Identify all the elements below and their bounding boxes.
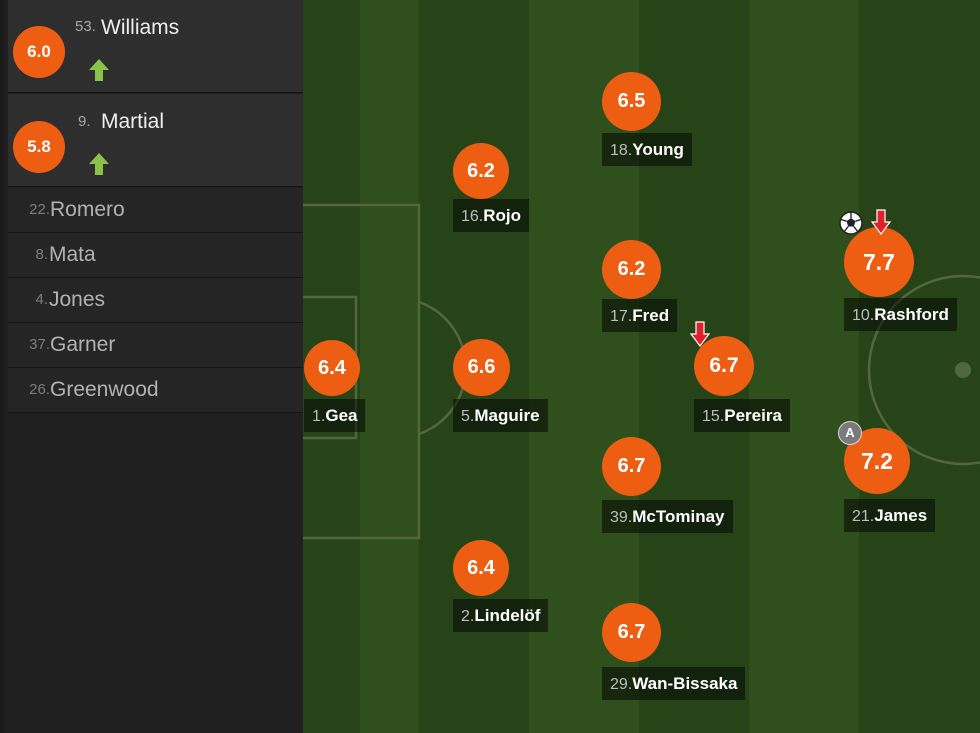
player-number: 2. xyxy=(461,608,475,625)
player-number: 15. xyxy=(702,408,725,425)
player-number: 4. xyxy=(35,291,48,308)
bench-player-row[interactable]: 4. Jones xyxy=(8,278,307,323)
player-label: 10.Rashford xyxy=(844,298,957,331)
bench-player-row[interactable]: 26. Greenwood xyxy=(8,368,307,413)
player-number: 22. xyxy=(29,201,50,218)
player-label: 29.Wan-Bissaka xyxy=(602,667,746,700)
player-name: Gea xyxy=(325,406,358,425)
player-name: James xyxy=(874,506,928,525)
player-name: Wan-Bissaka xyxy=(632,674,738,693)
player-number: 21. xyxy=(852,508,875,525)
player-name: Williams xyxy=(101,16,180,39)
rating-badge: 5.8 xyxy=(13,121,65,173)
player-label: 21.James xyxy=(844,499,936,532)
player-number: 5. xyxy=(461,408,475,425)
rating-badge: 6.7 xyxy=(602,437,661,496)
player-label: 15.Pereira xyxy=(694,399,790,432)
player-name: Mata xyxy=(49,243,96,266)
sidebar: 6.0 53. Williams 5.8 9. Martial 22. Rome… xyxy=(0,0,307,733)
rating-badge: 6.5 xyxy=(602,72,661,131)
player-name: Greenwood xyxy=(50,378,159,401)
sub-player-row[interactable]: 6.0 53. Williams xyxy=(8,0,307,93)
player-label: 1.Gea xyxy=(304,399,366,432)
player-number: 10. xyxy=(852,307,875,324)
player-label: 39.McTominay xyxy=(602,500,733,533)
player-name: Fred xyxy=(632,306,670,325)
player-number: 18. xyxy=(610,142,633,159)
sub-in-arrow-icon xyxy=(89,59,109,81)
sub-out-arrow-icon xyxy=(689,321,711,347)
player-name: Pereira xyxy=(724,406,782,425)
rating-badge: 6.7 xyxy=(602,603,661,662)
player-label: 2.Lindelöf xyxy=(453,599,549,632)
player-number: 37. xyxy=(29,336,50,353)
player-number: 9. xyxy=(78,113,91,130)
player-number: 39. xyxy=(610,509,633,526)
player-name: Rojo xyxy=(483,206,522,225)
rating-badge: 7.2 xyxy=(844,428,910,494)
bench-player-row[interactable]: 22. Romero xyxy=(8,188,307,233)
rating-badge: 6.2 xyxy=(602,240,661,299)
rating-badge: 6.4 xyxy=(453,540,509,596)
player-name: Martial xyxy=(101,110,165,133)
sub-out-arrow-icon xyxy=(870,209,892,235)
player-number: 29. xyxy=(610,676,633,693)
bench-player-row[interactable]: 37. Garner xyxy=(8,323,307,368)
player-name: Rashford xyxy=(874,305,949,324)
rating-badge: 6.0 xyxy=(13,26,65,78)
player-number: 53. xyxy=(75,18,96,35)
player-number: 16. xyxy=(461,208,484,225)
bench-player-row[interactable]: 8. Mata xyxy=(8,233,307,278)
rating-badge: 6.4 xyxy=(304,340,360,396)
player-label: 18.Young xyxy=(602,133,692,166)
player-name: Young xyxy=(632,140,684,159)
player-number: 1. xyxy=(312,408,326,425)
player-name: Lindelöf xyxy=(474,606,541,625)
sub-player-row[interactable]: 5.8 9. Martial xyxy=(8,94,307,187)
player-label: 5.Maguire xyxy=(453,399,548,432)
rating-badge: 6.2 xyxy=(453,143,509,199)
player-name: Maguire xyxy=(474,406,540,425)
rating-badge: 6.6 xyxy=(453,339,510,396)
pitch: 6.4 1.Gea 6.2 16.Rojo 6.6 5.Maguire 6.4 … xyxy=(303,0,980,733)
rating-badge: 7.7 xyxy=(844,227,914,297)
sub-in-arrow-icon xyxy=(89,153,109,175)
player-name: Jones xyxy=(49,288,106,311)
rating-badge: 6.7 xyxy=(694,336,754,396)
player-name: Romero xyxy=(50,198,125,221)
player-number: 8. xyxy=(35,246,48,263)
player-label: 16.Rojo xyxy=(453,199,530,232)
football-icon xyxy=(839,211,863,235)
player-name: McTominay xyxy=(632,507,725,526)
player-number: 17. xyxy=(610,308,633,325)
player-name: Garner xyxy=(50,333,116,356)
assist-icon: A xyxy=(838,421,862,445)
player-number: 26. xyxy=(29,381,50,398)
player-label: 17.Fred xyxy=(602,299,678,332)
